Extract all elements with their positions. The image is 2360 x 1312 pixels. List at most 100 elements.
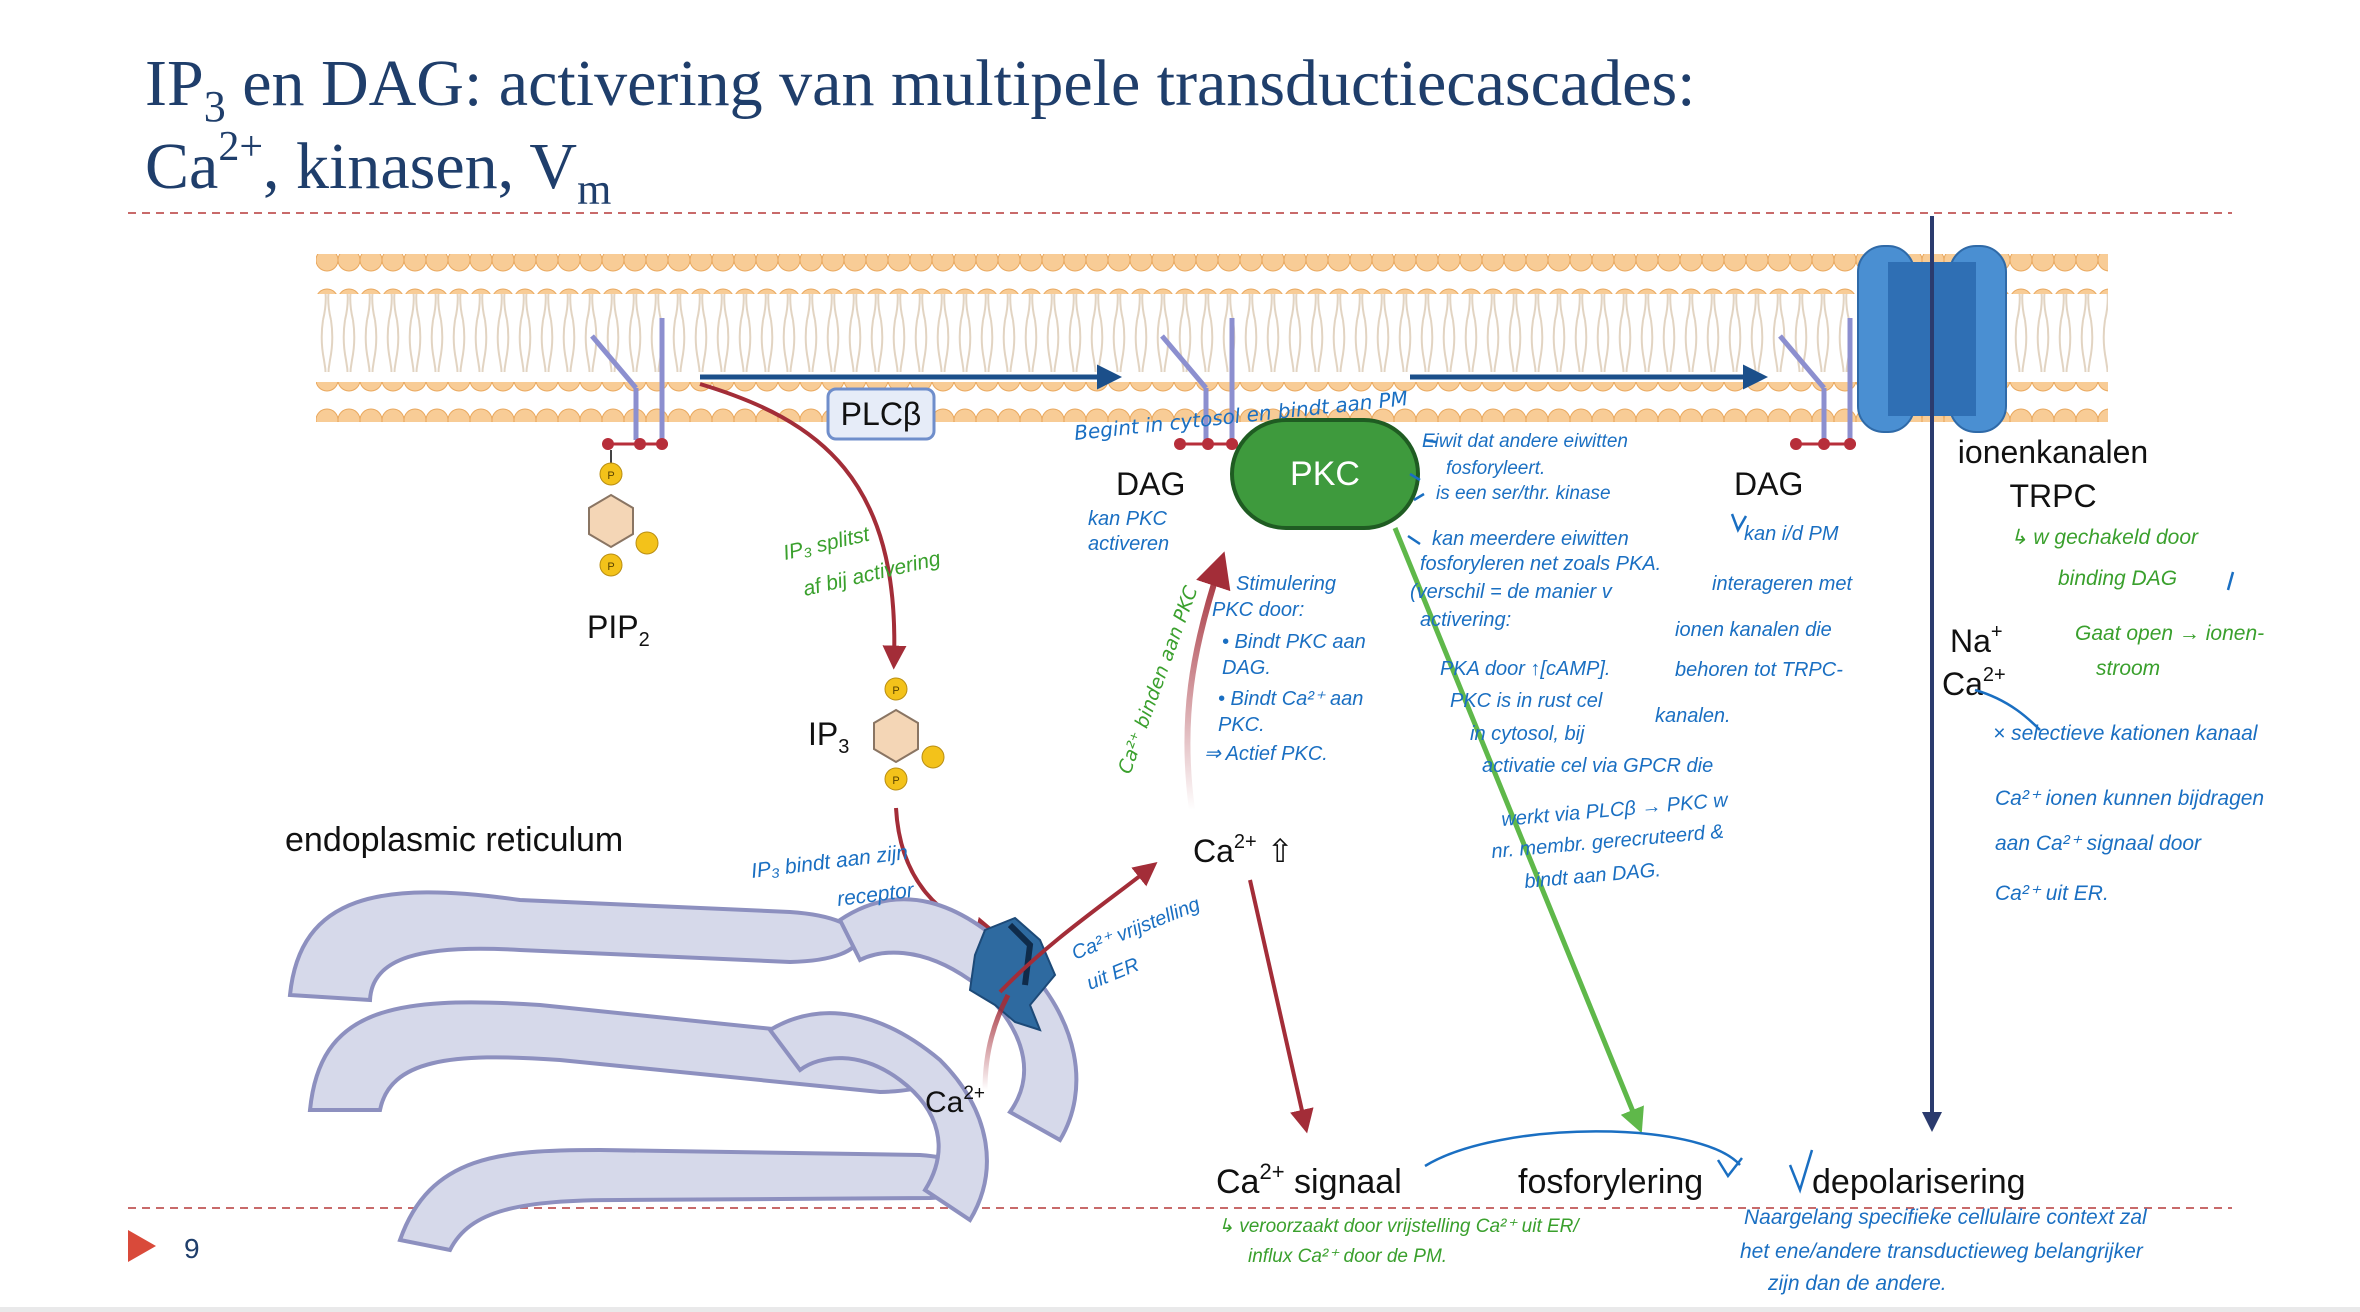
- pkc-enzyme: PKC: [1230, 418, 1420, 530]
- note-pkc-description: Eiwit dat andere eiwitten fosforyleert. …: [1422, 431, 1628, 504]
- note-channel-gated: ↳ w gechakeld door binding DAG Gaat open…: [2010, 526, 2264, 680]
- output-ca-signal: Ca2+ signaal: [1216, 1159, 1402, 1201]
- svg-text:• Bindt PKC aan: • Bindt PKC aan: [1222, 631, 1366, 653]
- svg-text:activering:: activering:: [1420, 609, 1511, 631]
- dag-right-lipid-icon: [1778, 318, 1856, 450]
- svg-text:P: P: [607, 561, 614, 573]
- ca-to-pkc-arrow: [1184, 551, 1231, 811]
- pip2-lipid-icon: P P: [588, 318, 668, 577]
- pip2-label: PIP2: [587, 609, 650, 651]
- svg-text:IP3 en DAG: activering van mul: IP3 en DAG: activering van multipele tra…: [145, 47, 1695, 131]
- svg-text:is een ser/thr. kinase: is een ser/thr. kinase: [1436, 483, 1611, 504]
- slide-title: IP3 en DAG: activering van multipele tra…: [145, 47, 1695, 214]
- svg-text:aan Ca²⁺ signaal door: aan Ca²⁺ signaal door: [1995, 832, 2202, 855]
- ca-release-arrow: [998, 862, 1158, 994]
- note-pkc-stimulation: Stimulering PKC door: • Bindt PKC aan DA…: [1204, 573, 1366, 765]
- handwritten-output-link: [1424, 1130, 1814, 1194]
- svg-text:Ca²⁺ vrijstelling: Ca²⁺ vrijstelling: [1069, 893, 1203, 964]
- svg-text:P: P: [892, 775, 899, 787]
- note-context-dependent: Naargelang specifieke cellulaire context…: [1740, 1206, 2148, 1295]
- dag-left-label: DAG: [1116, 466, 1185, 502]
- svg-text:kanalen.: kanalen.: [1655, 705, 1731, 727]
- output-phosphorylation: fosforylering: [1518, 1163, 1703, 1201]
- ip3-receptor-icon: [968, 916, 1057, 1032]
- svg-text:Eiwit dat andere eiwitten: Eiwit dat andere eiwitten: [1422, 431, 1628, 452]
- svg-text:Ca²⁺ ionen kunnen bijdragen: Ca²⁺ ionen kunnen bijdragen: [1995, 787, 2264, 810]
- svg-text:(verschil = de manier v: (verschil = de manier v: [1410, 581, 1613, 603]
- channel-label: ionenkanalen TRPC: [1958, 434, 2148, 514]
- svg-text:binding DAG: binding DAG: [2058, 567, 2177, 590]
- slide-nav-icon[interactable]: [128, 1230, 156, 1262]
- note-dag-pm: kan i/d PM interageren met ionen kanalen…: [1655, 523, 1854, 727]
- ca-to-signal-arrow: [1248, 879, 1314, 1134]
- handwritten-blue-arrows: [1407, 438, 2235, 731]
- svg-text:PLCβ: PLCβ: [841, 396, 922, 432]
- svg-text:↳ veroorzaakt door vrijstellin: ↳ veroorzaakt door vrijstelling Ca²⁺ uit…: [1218, 1216, 1580, 1237]
- svg-text:Gaat open → ionen-: Gaat open → ionen-: [2075, 622, 2264, 645]
- plcb-enzyme: PLCβ: [826, 387, 936, 441]
- svg-text:ionenkanalen: ionenkanalen: [1958, 434, 2148, 470]
- svg-text:uit ER: uit ER: [1084, 954, 1143, 995]
- page-number: 9: [184, 1233, 200, 1264]
- svg-text:bindt aan DAG.: bindt aan DAG.: [1524, 859, 1662, 893]
- svg-text:kan meerdere eiwitten: kan meerdere eiwitten: [1432, 528, 1629, 550]
- note-ip3-split: IP₃ splitst af bij activering: [781, 522, 943, 600]
- ip3-molecule-icon: P P: [873, 677, 945, 791]
- svg-text:↳ w gechakeld door: ↳ w gechakeld door: [2010, 526, 2199, 549]
- svg-text:het ene/andere transductieweg: het ene/andere transductieweg belangrijk…: [1740, 1240, 2144, 1263]
- svg-text:TRPC: TRPC: [2009, 478, 2096, 514]
- dag-left-lipid-icon: [1160, 318, 1238, 450]
- svg-text:behoren tot TRPC-: behoren tot TRPC-: [1675, 659, 1843, 681]
- ca-er-label: Ca2+: [925, 1083, 985, 1119]
- svg-text:kan i/d PM: kan i/d PM: [1744, 523, 1839, 545]
- svg-text:stroom: stroom: [2096, 657, 2160, 680]
- svg-text:in cytosol, bij: in cytosol, bij: [1470, 723, 1585, 745]
- svg-text:activeren: activeren: [1088, 533, 1169, 555]
- svg-text:influx Ca²⁺ door de PM.: influx Ca²⁺ door de PM.: [1248, 1246, 1447, 1267]
- pkc-to-phosphorylation-arrow: [1392, 527, 1644, 1134]
- svg-text:P: P: [607, 470, 614, 482]
- svg-text:ionen kanalen die: ionen kanalen die: [1675, 619, 1832, 641]
- svg-text:× selectieve kationen kanaal: × selectieve kationen kanaal: [1993, 722, 2259, 745]
- ca-er-fade: [982, 993, 1011, 1091]
- svg-text:P: P: [892, 685, 899, 697]
- note-cation-channel: × selectieve kationen kanaal Ca²⁺ ionen …: [1993, 722, 2264, 905]
- dag-right-label: DAG: [1734, 466, 1803, 502]
- svg-text:Naargelang specifieke cellulai: Naargelang specifieke cellulaire context…: [1744, 1206, 2148, 1229]
- svg-text:PKA door ↑[cAMP].: PKA door ↑[cAMP].: [1440, 658, 1610, 680]
- ca-increase-label: Ca2+⇧: [1193, 831, 1294, 869]
- ip3-label: IP3: [808, 716, 849, 758]
- svg-text:interageren met: interageren met: [1712, 573, 1854, 595]
- note-ip3-binds: IP₃ bindt aan zijn receptor: [750, 841, 916, 911]
- svg-text:⇒ Actief PKC.: ⇒ Actief PKC.: [1204, 743, 1328, 765]
- note-ca-release: Ca²⁺ vrijstelling uit ER: [1069, 893, 1203, 994]
- svg-text:PKC.: PKC.: [1218, 714, 1265, 736]
- svg-text:Stimulering: Stimulering: [1236, 573, 1336, 595]
- svg-text:fosforyleert.: fosforyleert.: [1446, 458, 1545, 479]
- svg-text:IP₃ bindt aan zijn: IP₃ bindt aan zijn: [750, 841, 909, 883]
- plc-to-ip3-arrow: [699, 382, 907, 670]
- svg-text:Na+: Na+: [1950, 621, 2003, 659]
- svg-text:PKC is in rust cel: PKC is in rust cel: [1450, 690, 1603, 712]
- svg-text:Ca²⁺ uit ER.: Ca²⁺ uit ER.: [1995, 882, 2109, 905]
- svg-text:PKC: PKC: [1290, 455, 1360, 493]
- note-ca-signal-cause: ↳ veroorzaakt door vrijstelling Ca²⁺ uit…: [1218, 1216, 1580, 1267]
- er-label: endoplasmic reticulum: [285, 821, 623, 859]
- svg-text:IP₃ splitst: IP₃ splitst: [781, 522, 873, 564]
- svg-text:zijn dan de andere.: zijn dan de andere.: [1767, 1272, 1947, 1295]
- svg-text:Ca2+: Ca2+: [1942, 664, 2006, 702]
- svg-text:kan PKC: kan PKC: [1088, 508, 1167, 530]
- svg-text:activatie cel via GPCR die: activatie cel via GPCR die: [1482, 755, 1713, 777]
- endoplasmic-reticulum: [287, 890, 1079, 1253]
- svg-text:DAG.: DAG.: [1222, 657, 1271, 679]
- svg-text:fosforyleren net zoals PKA.: fosforyleren net zoals PKA.: [1420, 553, 1661, 575]
- svg-text:Ca2+, kinasen, Vm: Ca2+, kinasen, Vm: [145, 124, 611, 214]
- plasma-membrane: [316, 254, 2108, 422]
- output-depolarization: depolarisering: [1812, 1163, 2026, 1201]
- svg-text:• Bindt Ca²⁺ aan: • Bindt Ca²⁺ aan: [1218, 688, 1363, 710]
- ion-labels: Na+ Ca2+: [1942, 621, 2006, 702]
- note-dag-activates: kan PKC activeren: [1088, 508, 1169, 555]
- svg-text:PKC door:: PKC door:: [1212, 599, 1304, 621]
